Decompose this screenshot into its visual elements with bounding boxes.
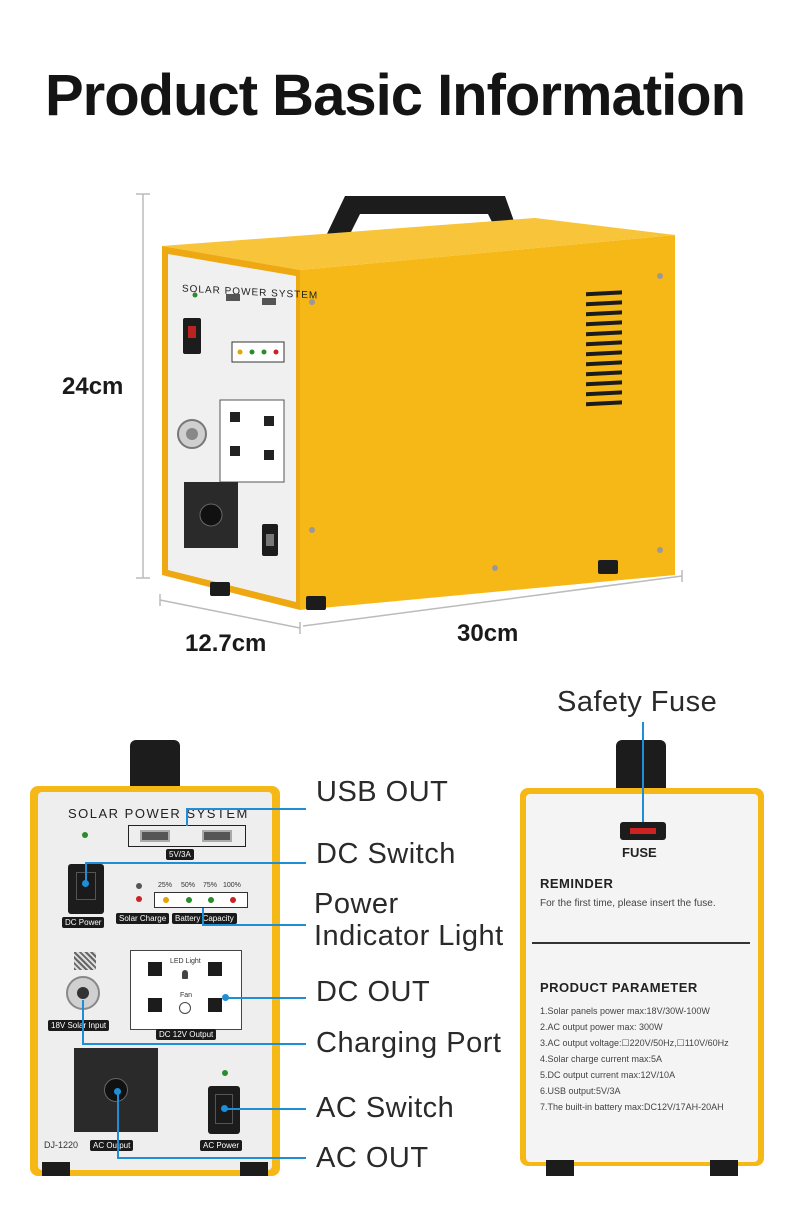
callout-line-ac-switch — [224, 1108, 306, 1110]
back-foot-right — [710, 1160, 738, 1176]
back-foot-left — [546, 1160, 574, 1176]
callout-ac-switch: AC Switch — [316, 1092, 455, 1124]
fan-label: Fan — [180, 992, 193, 999]
dc-port-1 — [148, 962, 162, 976]
dimension-height: 24cm — [62, 373, 124, 400]
callout-line-ac-out-v — [117, 1090, 119, 1158]
solar-input-port-center — [77, 987, 89, 999]
power-led — [82, 832, 88, 838]
ac-power-label: AC Power — [200, 1140, 243, 1151]
battery-led-75 — [208, 897, 214, 903]
dc-port-3 — [148, 998, 162, 1012]
param-2: 2.AC output power max: 300W — [540, 1022, 663, 1032]
dc-power-label: DC Power — [62, 917, 105, 928]
usb-port-2 — [202, 830, 232, 842]
back-panel — [526, 794, 758, 1162]
solar-panel-icon — [74, 952, 96, 970]
reminder-text: For the first time, please insert the fu… — [540, 898, 716, 909]
ac-led — [222, 1070, 228, 1076]
dimension-width: 30cm — [457, 620, 519, 647]
ac-output-label: AC Output — [90, 1140, 134, 1151]
back-handle — [616, 740, 666, 792]
callout-line-charge-h — [82, 1043, 306, 1045]
model-label: DJ-1220 — [44, 1140, 79, 1150]
param-3: 3.AC output voltage:☐220V/50Hz,☐110V/60H… — [540, 1038, 729, 1048]
solar-charge-led — [136, 883, 142, 889]
solar-charge-led-red — [136, 896, 142, 902]
callout-line-dc-switch-h — [85, 862, 306, 864]
callout-dc-out: DC OUT — [316, 976, 431, 1008]
level-100: 100% — [223, 882, 241, 889]
foot-right — [240, 1162, 268, 1176]
foot-left — [42, 1162, 70, 1176]
callout-charging-port: Charging Port — [316, 1027, 502, 1059]
led-light-label: LED Light — [170, 958, 201, 965]
dc-port-2 — [208, 962, 222, 976]
handle — [130, 740, 180, 790]
dimension-depth: 12.7cm — [185, 630, 267, 657]
battery-capacity-label: Battery Capacity — [172, 913, 237, 924]
callout-dc-switch: DC Switch — [316, 838, 456, 870]
callout-line-usb-v — [186, 808, 188, 826]
param-4: 4.Solar charge current max:5A — [540, 1054, 663, 1064]
param-title: PRODUCT PARAMETER — [540, 980, 698, 995]
usb-port-1 — [140, 830, 170, 842]
fuse-element — [630, 828, 656, 834]
fan-icon — [179, 1002, 191, 1014]
battery-led-50 — [186, 897, 192, 903]
callout-power-indicator-2: Indicator Light — [314, 920, 504, 952]
callout-line-ac-out-h — [117, 1157, 306, 1159]
callout-safety-fuse: Safety Fuse — [557, 686, 718, 718]
callout-line-charge-v — [82, 1000, 84, 1044]
divider — [532, 942, 750, 944]
battery-indicator — [154, 892, 248, 908]
solar-charge-label: Solar Charge — [116, 913, 170, 924]
callout-power-indicator-1: Power — [314, 888, 399, 920]
param-1: 1.Solar panels power max:18V/30W-100W — [540, 1006, 710, 1016]
callout-line-power-h — [202, 924, 306, 926]
callout-usb-out: USB OUT — [316, 776, 449, 808]
level-75: 75% — [203, 882, 218, 889]
battery-led-25 — [163, 897, 169, 903]
page-title: Product Basic Information — [44, 63, 746, 128]
reminder-title: REMINDER — [540, 876, 614, 891]
callout-ac-out: AC OUT — [316, 1142, 429, 1174]
callout-line-dc-out — [225, 997, 306, 999]
param-7: 7.The built-in battery max:DC12V/17AH-20… — [540, 1102, 724, 1112]
callout-line-power-v — [202, 908, 204, 926]
param-5: 5.DC output current max:12V/10A — [540, 1070, 676, 1080]
callout-line-usb-h — [186, 808, 306, 810]
bulb-icon — [182, 970, 188, 979]
product-3d-illustration: SOLAR POWER SYSTEM — [136, 193, 683, 634]
level-50: 50% — [181, 882, 196, 889]
fuse-label: FUSE — [622, 845, 657, 860]
usb-rating-label: 5V/3A — [166, 849, 194, 860]
callout-line-fuse — [642, 722, 644, 830]
dc-output-label: DC 12V Output — [156, 1029, 217, 1040]
callout-dot-dc-switch — [82, 880, 89, 887]
battery-led-100 — [230, 897, 236, 903]
solar-input-label: 18V Solar Input — [48, 1020, 110, 1031]
level-25: 25% — [158, 882, 173, 889]
param-6: 6.USB output:5V/3A — [540, 1086, 621, 1096]
dc-port-4 — [208, 998, 222, 1012]
callout-line-dc-switch-v — [85, 862, 87, 882]
